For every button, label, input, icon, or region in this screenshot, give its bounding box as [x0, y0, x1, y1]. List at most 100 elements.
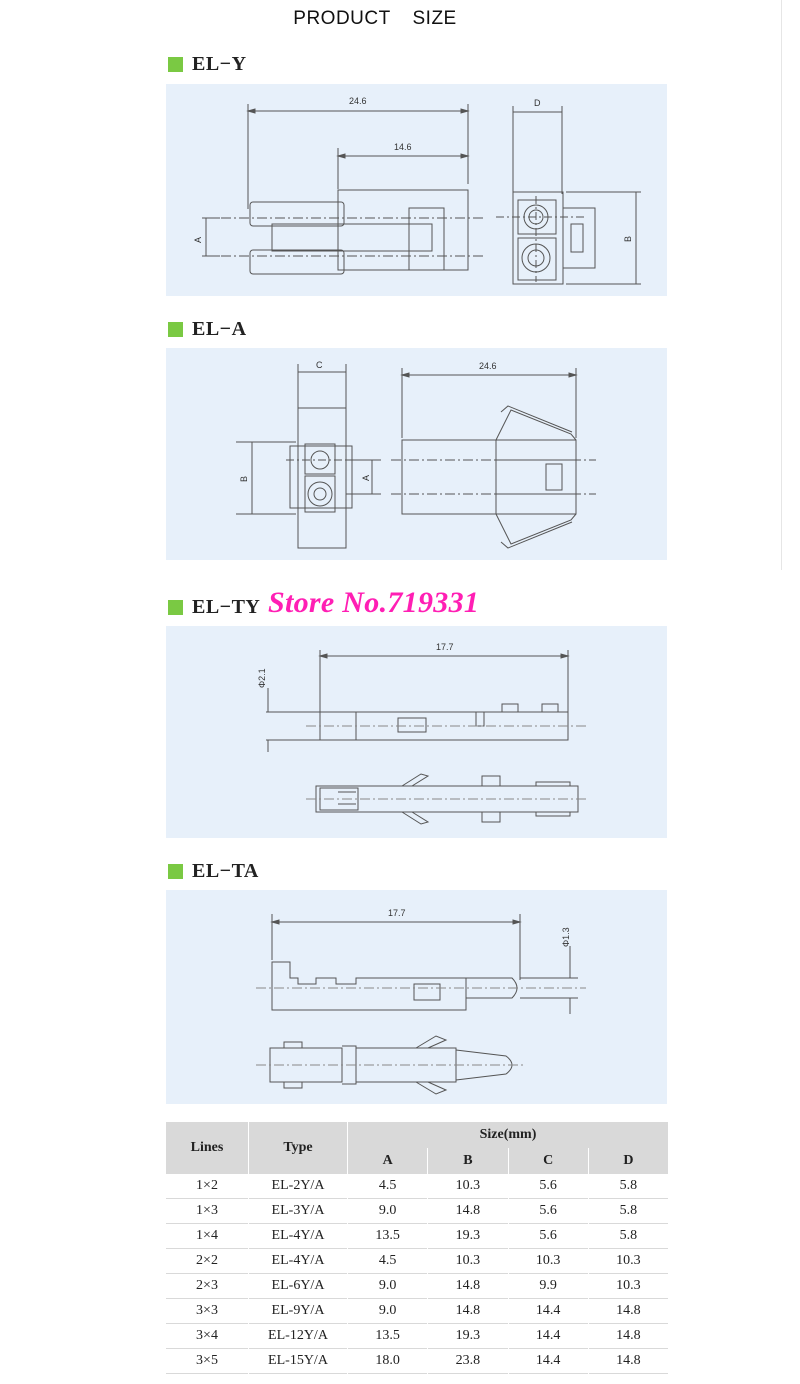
cell-d: 10.3	[588, 1248, 670, 1274]
dim-a-label: A	[193, 237, 203, 243]
cell-type: EL-2Y/A	[248, 1174, 348, 1199]
page-edge-line	[781, 0, 782, 570]
table-row: 1×3 EL-3Y/A 9.0 14.8 5.6 5.8	[166, 1198, 670, 1224]
col-header-d: D	[588, 1148, 670, 1174]
cell-lines: 3×3	[166, 1298, 249, 1324]
dim-b-label-a: B	[239, 476, 249, 482]
cell-d: 10.3	[588, 1273, 670, 1299]
dim-b-label: B	[623, 236, 633, 242]
section-label: EL−A	[192, 318, 247, 340]
cell-d: 14.8	[588, 1298, 670, 1324]
cell-type: EL-4Y/A	[248, 1223, 348, 1249]
drawing-panel-el-ty: 17.7 Φ2.1	[166, 626, 667, 838]
cell-type: EL-15Y/A	[248, 1348, 348, 1374]
table-row: 3×4 EL-12Y/A 13.5 19.3 14.4 14.8	[166, 1323, 670, 1349]
section-label: EL−TY	[192, 596, 261, 618]
col-header-a: A	[347, 1148, 429, 1174]
dim-phi-2-1: Φ2.1	[257, 668, 267, 688]
cell-c: 14.4	[508, 1348, 589, 1374]
dim-14-6: 14.6	[394, 142, 412, 152]
cell-b: 10.3	[427, 1174, 509, 1199]
cell-a: 4.5	[347, 1174, 429, 1199]
cell-d: 5.8	[588, 1198, 670, 1224]
cell-b: 10.3	[427, 1248, 509, 1274]
section-heading-el-ta: EL−TA	[168, 860, 259, 883]
cell-type: EL-3Y/A	[248, 1198, 348, 1224]
cell-type: EL-4Y/A	[248, 1248, 348, 1274]
cell-lines: 1×4	[166, 1223, 249, 1249]
cell-lines: 1×3	[166, 1198, 249, 1224]
col-header-c: C	[508, 1148, 589, 1174]
dim-24-6: 24.6	[349, 96, 367, 106]
cell-c: 5.6	[508, 1223, 589, 1249]
cell-b: 14.8	[427, 1298, 509, 1324]
table-row: 1×2 EL-2Y/A 4.5 10.3 5.6 5.8	[166, 1174, 670, 1199]
cell-d: 5.8	[588, 1223, 670, 1249]
col-header-type: Type	[248, 1122, 348, 1174]
section-heading-el-a: EL−A	[168, 318, 247, 341]
table-row: 3×5 EL-15Y/A 18.0 23.8 14.4 14.8	[166, 1348, 670, 1374]
table-row: 2×3 EL-6Y/A 9.0 14.8 9.9 10.3	[166, 1273, 670, 1299]
page-title: PRODUCT SIZE	[0, 8, 750, 30]
cell-c: 10.3	[508, 1248, 589, 1274]
drawing-panel-el-ta: 17.7 Φ1.3	[166, 890, 667, 1104]
table-row: 3×3 EL-9Y/A 9.0 14.8 14.4 14.8	[166, 1298, 670, 1324]
title-word-size: SIZE	[412, 8, 457, 29]
table-row: 2×2 EL-4Y/A 4.5 10.3 10.3 10.3	[166, 1248, 670, 1274]
drawing-panel-el-y: 24.6 14.6 A D	[166, 84, 667, 296]
col-header-lines: Lines	[166, 1122, 249, 1174]
cell-lines: 3×4	[166, 1323, 249, 1349]
dim-d-label: D	[534, 98, 541, 108]
cell-a: 13.5	[347, 1323, 429, 1349]
cell-d: 5.8	[588, 1174, 670, 1199]
cell-b: 23.8	[427, 1348, 509, 1374]
size-table: Lines Type Size(mm) A B C D 1×2 EL-2Y/A …	[166, 1122, 670, 1374]
cell-type: EL-12Y/A	[248, 1323, 348, 1349]
el-a-drawing: C B A 24.6	[236, 360, 596, 549]
cell-d: 14.8	[588, 1323, 670, 1349]
cell-lines: 2×3	[166, 1273, 249, 1299]
section-label: EL−TA	[192, 860, 259, 882]
cell-c: 14.4	[508, 1298, 589, 1324]
el-y-drawing: 24.6 14.6 A D	[193, 96, 641, 285]
cell-c: 9.9	[508, 1273, 589, 1299]
cell-lines: 1×2	[166, 1174, 249, 1199]
cell-lines: 2×2	[166, 1248, 249, 1274]
cell-a: 4.5	[347, 1248, 429, 1274]
dim-24-6-a: 24.6	[479, 361, 497, 371]
cell-c: 5.6	[508, 1198, 589, 1224]
table-row: 1×4 EL-4Y/A 13.5 19.3 5.6 5.8	[166, 1223, 670, 1249]
title-word-product: PRODUCT	[293, 8, 391, 29]
cell-a: 18.0	[347, 1348, 429, 1374]
store-watermark: Store No.719331	[268, 586, 480, 619]
cell-b: 19.3	[427, 1223, 509, 1249]
green-square-icon	[168, 864, 183, 879]
cell-b: 14.8	[427, 1273, 509, 1299]
el-ta-drawing: 17.7 Φ1.3	[256, 908, 586, 1095]
cell-d: 14.8	[588, 1348, 670, 1374]
green-square-icon	[168, 600, 183, 615]
cell-a: 9.0	[347, 1298, 429, 1324]
cell-lines: 3×5	[166, 1348, 249, 1374]
el-ty-drawing: 17.7 Φ2.1	[257, 642, 586, 825]
cell-a: 9.0	[347, 1273, 429, 1299]
cell-c: 5.6	[508, 1174, 589, 1199]
col-header-b: B	[427, 1148, 509, 1174]
section-heading-el-y: EL−Y	[168, 53, 247, 76]
col-header-size: Size(mm)	[347, 1122, 669, 1148]
cell-a: 13.5	[347, 1223, 429, 1249]
cell-c: 14.4	[508, 1323, 589, 1349]
cell-type: EL-9Y/A	[248, 1298, 348, 1324]
dim-c-label: C	[316, 360, 323, 370]
dim-a-label-a: A	[361, 475, 371, 481]
section-heading-el-ty: EL−TY	[168, 596, 260, 619]
cell-b: 19.3	[427, 1323, 509, 1349]
drawing-panel-el-a: C B A 24.6	[166, 348, 667, 560]
dim-17-7-ty: 17.7	[436, 642, 454, 652]
green-square-icon	[168, 322, 183, 337]
dim-17-7-ta: 17.7	[388, 908, 406, 918]
cell-b: 14.8	[427, 1198, 509, 1224]
dim-phi-1-3: Φ1.3	[561, 927, 571, 947]
green-square-icon	[168, 57, 183, 72]
section-label: EL−Y	[192, 53, 247, 75]
